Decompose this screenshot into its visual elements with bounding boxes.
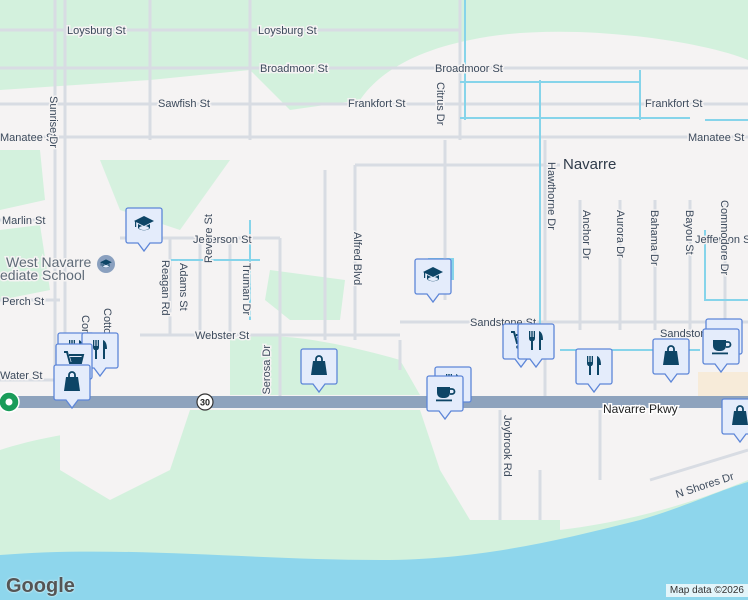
city-label-navarre: Navarre	[563, 156, 616, 173]
label-webster-st: Webster St	[195, 330, 249, 342]
label-water-st: Water St	[0, 370, 42, 382]
label-reagan-rd: Reagan Rd	[159, 260, 171, 316]
label-manatee-st: Manatee St	[0, 132, 56, 144]
school-label: West Navarre	[6, 254, 92, 270]
label-bahama-dr: Bahama Dr	[648, 210, 660, 266]
streets	[0, 0, 748, 520]
highway-shield: 30	[196, 393, 214, 411]
label-truman-dr: Truman Dr	[240, 263, 252, 315]
highway-navarre-pkwy[interactable]	[0, 396, 748, 408]
map-attribution[interactable]: Map data ©2026	[665, 584, 748, 597]
label-con: Con	[79, 315, 91, 335]
label-loysburg-st: Loysburg St	[67, 25, 126, 37]
school-poi[interactable]	[97, 255, 115, 273]
label-manatee-st: Manatee St	[688, 132, 744, 144]
label-loysburg-st: Loysburg St	[258, 25, 317, 37]
label-serosa-dr: Serosa Dr	[261, 345, 273, 395]
label-frankfort-st: Frankfort St	[348, 98, 405, 110]
commercial-area	[698, 372, 748, 400]
label-bayou-st: Bayou St	[683, 210, 695, 255]
label-hawthorne-dr: Hawthorne Dr	[545, 162, 557, 230]
label-joybrook-rd: Joybrook Rd	[501, 415, 513, 477]
label-alfred-blvd: Alfred Blvd	[351, 232, 363, 285]
label-anchor-dr: Anchor Dr	[580, 210, 592, 260]
google-logo: Google	[6, 575, 75, 597]
highway-shield-number: 30	[200, 398, 210, 408]
label-frankfort-st: Frankfort St	[645, 98, 702, 110]
water-sound	[0, 482, 748, 600]
school-marker[interactable]	[125, 207, 163, 252]
label-adams-st: Adams St	[177, 263, 189, 311]
label-navarre-pkwy: Navarre Pkwy	[603, 402, 678, 416]
label-jefferson-st: Jefferson St	[695, 234, 748, 246]
label-commodore-dr: Commodore Dr	[718, 200, 730, 276]
label-broadmoor-st: Broadmoor St	[260, 63, 328, 75]
label-broadmoor-st: Broadmoor St	[435, 63, 503, 75]
cafe-marker[interactable]	[702, 328, 740, 373]
school-label: ediate School	[0, 267, 85, 283]
shopping-marker[interactable]	[652, 338, 690, 383]
label-revere-st: Revere St	[203, 214, 215, 263]
park-areas	[0, 0, 748, 570]
label-jefferson-st: Jefferson St	[193, 234, 252, 246]
label-sunrise-dr: Sunrise Dr	[47, 96, 59, 148]
restaurant-marker[interactable]	[575, 348, 613, 393]
label-citrus-dr: Citrus Dr	[434, 82, 446, 126]
label-perch-st: Perch St	[2, 296, 44, 308]
label-aurora-dr: Aurora Dr	[614, 210, 626, 258]
label-cotton: Cotto	[101, 308, 113, 334]
label-sawfish-st: Sawfish St	[158, 98, 210, 110]
location-pin[interactable]	[0, 391, 20, 413]
label-marlin-st: Marlin St	[2, 215, 45, 227]
